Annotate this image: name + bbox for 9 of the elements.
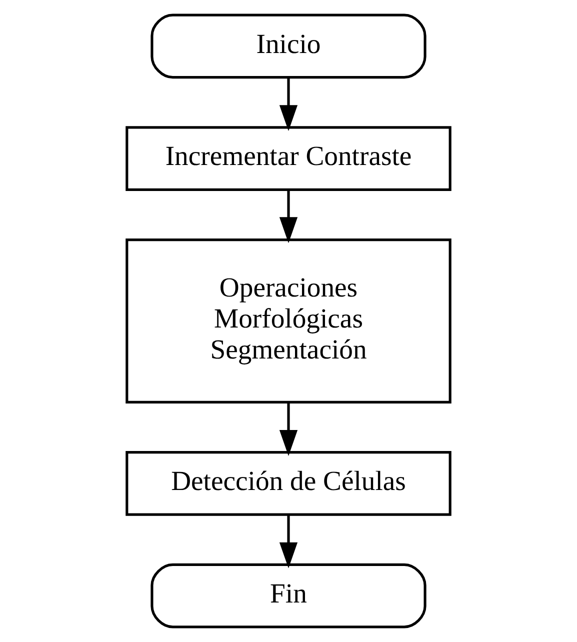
arrow: [279, 78, 298, 132]
node-box: Detección de Células: [126, 451, 452, 516]
arrow: [279, 190, 298, 244]
node-box: Incrementar Contraste: [126, 126, 452, 191]
arrow: [279, 514, 298, 568]
node-box: Operaciones Morfológicas Segmentación: [126, 238, 452, 404]
node-box: Fin: [150, 563, 426, 628]
node-box: Inicio: [150, 14, 426, 79]
arrow: [279, 402, 298, 456]
